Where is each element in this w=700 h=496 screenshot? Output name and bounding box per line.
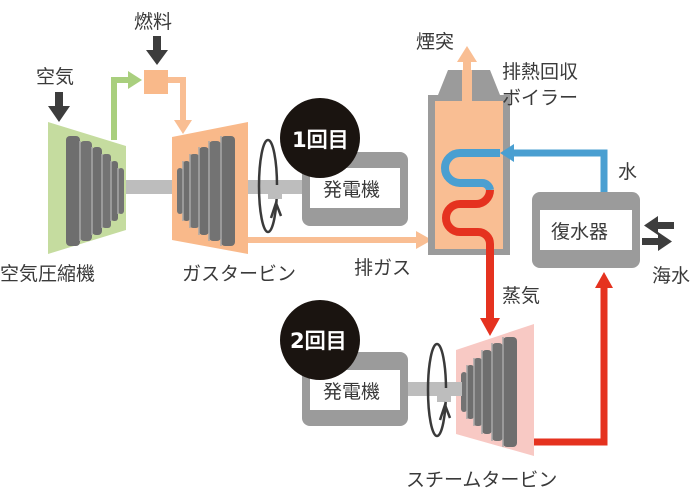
air-compressor <box>48 122 126 254</box>
air-inlet-arrow <box>48 92 70 122</box>
hrsg-label-line1: 排熱回収 <box>502 61 578 83</box>
fuel-inlet-arrow <box>146 36 168 65</box>
steam-turbine <box>456 324 534 456</box>
fuel-label: 燃料 <box>134 11 172 33</box>
combustor <box>144 70 168 94</box>
generator-1-label: 発電機 <box>323 179 380 201</box>
hrsg-label-line2: ボイラー <box>502 87 578 109</box>
steam-turbine-label: スチームタービン <box>406 469 557 491</box>
rotation-arrow-2-icon <box>426 342 452 438</box>
exhaust-steam-flow <box>528 272 613 446</box>
seawater-label: 海水 <box>652 265 690 287</box>
chimney-label: 煙突 <box>416 31 454 53</box>
exhaust-gas-label: 排ガス <box>354 257 411 279</box>
compressor-blades <box>66 136 124 246</box>
gas-turbine-blades <box>177 136 235 246</box>
chimney-exhaust-arrow <box>457 46 477 102</box>
generator-2-label: 発電機 <box>323 381 380 403</box>
condenser: 復水器 <box>532 192 640 268</box>
badge-first-label: 1回目 <box>292 128 349 152</box>
shaft-steam-generator2 <box>406 382 462 396</box>
combustion-gas-flow <box>168 77 192 134</box>
compressor-label: 空気圧縮機 <box>0 263 95 285</box>
seawater-arrows <box>642 216 674 251</box>
heat-recovery-boiler <box>428 70 510 255</box>
compressed-air-flow <box>111 71 142 140</box>
badge-second-label: 2回目 <box>290 329 347 353</box>
steam-turbine-blades <box>461 337 517 447</box>
water-flow <box>441 144 608 192</box>
air-label: 空気 <box>36 66 74 88</box>
steam-label: 蒸気 <box>502 285 540 307</box>
gas-turbine-label: ガスタービン <box>182 263 296 285</box>
condenser-label: 復水器 <box>551 221 608 243</box>
steam-flow <box>442 189 500 336</box>
badge-first: 1回目 <box>280 98 360 178</box>
rotation-arrow-1-icon <box>257 138 283 234</box>
badge-second: 2回目 <box>280 300 360 380</box>
exhaust-gas-flow <box>248 231 432 249</box>
water-label: 水 <box>618 161 637 183</box>
gas-turbine <box>172 122 248 254</box>
shaft-compressor-turbine <box>126 180 176 194</box>
